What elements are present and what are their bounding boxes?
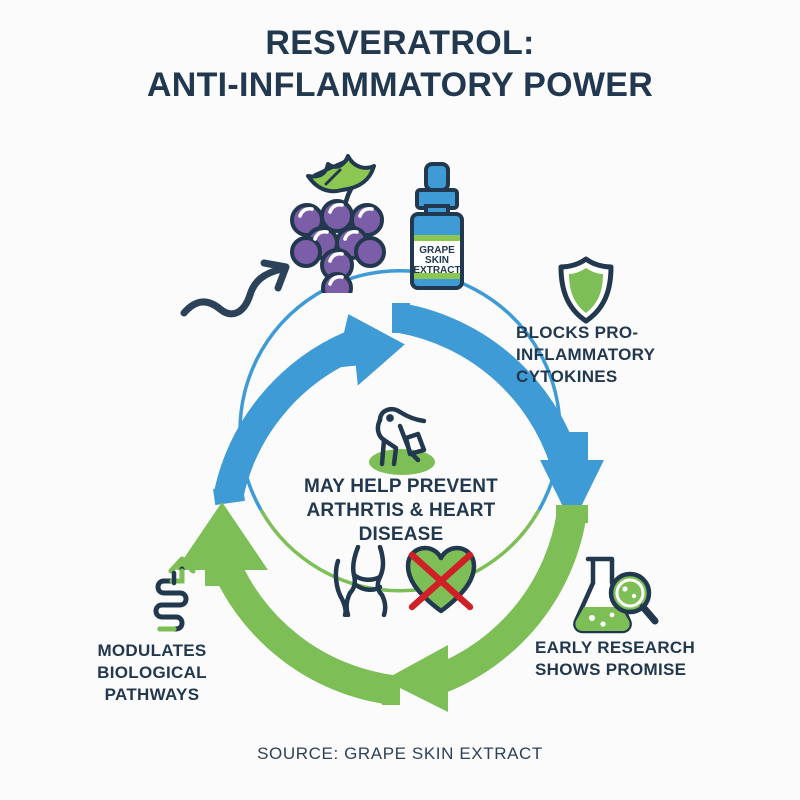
flask-magnifier-icon — [573, 556, 659, 634]
cytokines-line-3: CYTOKINES — [516, 367, 618, 386]
cytokines-line-2: INFLAMMATORY — [516, 345, 656, 364]
title-line-1: RESVERATROL: — [265, 24, 535, 62]
grapes-icon — [290, 154, 386, 293]
research-line-2: SHOWS PROMISE — [535, 660, 687, 679]
bottle-label-line-2: SKIN — [425, 255, 449, 266]
bottle-label-line-1: GRAPE — [419, 245, 455, 256]
dropper-bottle-icon: GRAPE SKIN EXTRACT — [410, 162, 464, 290]
cytokines-line-1: BLOCKS PRO- — [516, 323, 639, 342]
pathways-line-1: MODULATES — [97, 641, 207, 660]
arc-top-right-blue — [392, 303, 604, 525]
center-headline: MAY HELP PREVENT ARTHRTIS & HEART DISEAS… — [270, 475, 532, 547]
inner-ring-blue — [238, 269, 562, 511]
node-label-cytokines: BLOCKS PRO- INFLAMMATORY CYTOKINES — [516, 322, 686, 388]
page-title: RESVERATROL: ANTI-INFLAMMATORY POWER — [0, 22, 800, 106]
arc-top-left-blue — [213, 314, 405, 506]
crossed-out-heart-icon — [405, 545, 477, 614]
stooped-person-icon — [369, 407, 435, 475]
shield-icon — [558, 256, 614, 324]
pathways-line-3: PATHWAYS — [104, 685, 200, 704]
curved-arrow-icon — [180, 259, 290, 318]
center-headline-line-1: MAY HELP PREVENT — [304, 476, 498, 497]
arc-bottom-left-green — [176, 502, 400, 705]
title-line-2: ANTI-INFLAMMATORY POWER — [146, 66, 654, 104]
node-label-pathways: MODULATES BIOLOGICAL PATHWAYS — [62, 640, 242, 706]
bottle-label-line-3: EXTRACT — [413, 265, 460, 276]
winding-pathway-icon — [153, 556, 196, 632]
research-line-1: EARLY RESEARCH — [535, 638, 696, 657]
center-headline-line-2: ARTHRTIS & HEART DISEASE — [306, 500, 496, 545]
source-caption: SOURCE: GRAPE SKIN EXTRACT — [257, 744, 543, 763]
arc-bottom-right-green — [384, 505, 588, 712]
node-label-research: EARLY RESEARCH SHOWS PROMISE — [535, 637, 735, 681]
knee-joint-icon — [333, 545, 388, 617]
pathways-line-2: BIOLOGICAL — [97, 663, 207, 682]
inner-ring-green — [259, 509, 541, 593]
